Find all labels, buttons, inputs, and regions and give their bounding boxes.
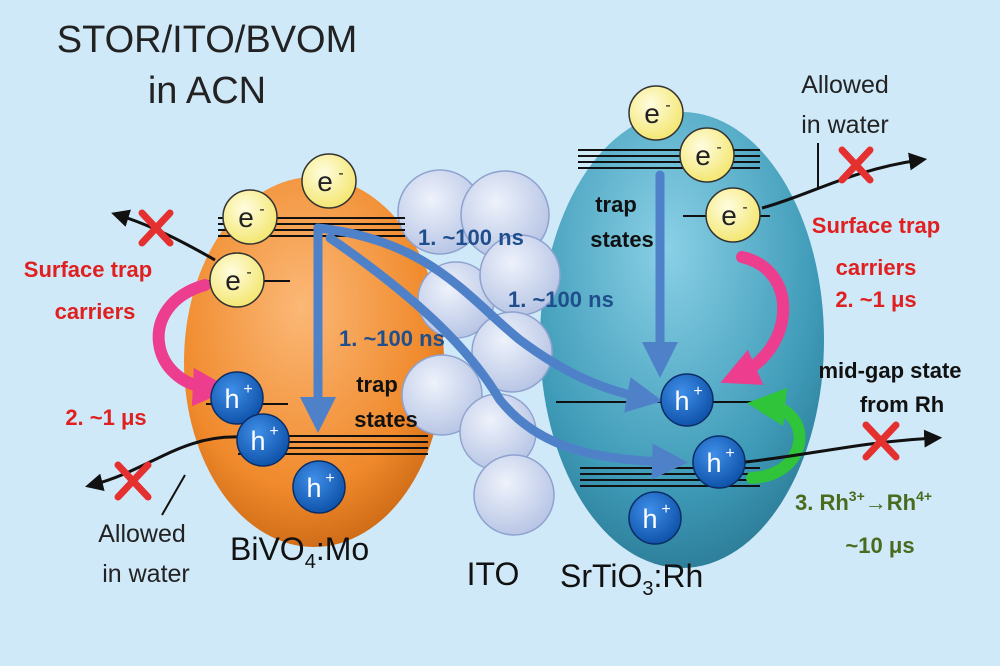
- svg-text:-: -: [716, 139, 721, 156]
- bivo4-label: BiVO4:Mo: [230, 531, 369, 573]
- time-1us-left: 2. ~1 μs: [65, 405, 146, 430]
- allowed-bottom-1: Allowed: [98, 520, 186, 548]
- rh-transition-label: 3. Rh3+→Rh4+: [795, 488, 932, 515]
- electron-icon: e -: [679, 127, 735, 183]
- allowed-top-1: Allowed: [801, 71, 889, 99]
- allowed-bottom-2: in water: [102, 560, 190, 588]
- midgap-label: mid-gap state from Rh: [818, 358, 961, 417]
- svg-text:+: +: [243, 381, 252, 398]
- svg-text:e: e: [695, 140, 711, 171]
- electron-icon: e -: [301, 153, 357, 209]
- svg-text:e: e: [317, 166, 333, 197]
- svg-text:+: +: [269, 423, 278, 440]
- svg-text:+: +: [661, 501, 670, 518]
- ito-spheres: [397, 169, 561, 536]
- surface-trap-left-2: carriers: [55, 299, 136, 324]
- svg-text:+: +: [325, 470, 334, 487]
- svg-text:h: h: [250, 426, 265, 456]
- blocked-x-icon: [862, 421, 900, 461]
- svg-text:-: -: [246, 264, 251, 281]
- ito-label: ITO: [467, 556, 520, 592]
- svg-text:-: -: [338, 165, 343, 182]
- trap-left-1: trap: [356, 372, 398, 397]
- electron-icon: e -: [222, 189, 278, 245]
- surface-trap-labels: Surface trap carriers 2. ~1 μs Surface t…: [24, 213, 940, 430]
- svg-text:-: -: [259, 201, 264, 218]
- trap-left-2: states: [354, 407, 418, 432]
- svg-text:-: -: [665, 97, 670, 114]
- svg-text:+: +: [725, 445, 734, 462]
- trap-right-2: states: [590, 227, 654, 252]
- escape-arrow-right-top: [761, 152, 928, 210]
- midgap-2: from Rh: [860, 392, 944, 417]
- allowed-top-2: in water: [801, 111, 889, 139]
- hole-icon: h +: [292, 460, 346, 514]
- surface-trap-right-1: Surface trap: [812, 213, 940, 238]
- pointer-line-bottom: [161, 474, 186, 516]
- electron-icon: e -: [705, 187, 761, 243]
- magenta-arrow-left: [152, 279, 232, 407]
- time-label-a: 1. ~100 ns: [418, 225, 524, 250]
- surface-trap-left-1: Surface trap: [24, 257, 152, 282]
- allowed-water-labels: Allowed in water Allowed in water: [98, 71, 889, 588]
- svg-text:h: h: [642, 504, 657, 534]
- blocked-x-icon: [838, 146, 874, 184]
- svg-text:h: h: [674, 386, 689, 416]
- trap-right-1: trap: [595, 192, 637, 217]
- svg-text:h: h: [224, 384, 239, 414]
- escape-arrow-right-bottom: [744, 429, 943, 464]
- midgap-1: mid-gap state: [818, 358, 961, 383]
- red-x-marks: [114, 146, 900, 501]
- svg-text:e: e: [644, 98, 660, 129]
- electron-icon: e -: [628, 85, 684, 141]
- surface-trap-right-2: carriers: [836, 255, 917, 280]
- green-rh-arrow: [746, 387, 806, 484]
- svg-text:+: +: [693, 383, 702, 400]
- svg-text:e: e: [238, 202, 254, 233]
- time-label-c: 1. ~100 ns: [339, 326, 445, 351]
- rh-time-label: ~10 μs: [845, 533, 914, 558]
- magenta-arrow-right: [720, 251, 790, 385]
- svg-text:-: -: [742, 199, 747, 216]
- hole-icon: h +: [628, 491, 682, 545]
- title-line-1: STOR/ITO/BVOM: [57, 19, 358, 61]
- title-line-2: in ACN: [148, 70, 266, 112]
- escape-arrow-left-bottom: [85, 435, 241, 492]
- time-label-b: 1. ~100 ns: [508, 287, 614, 312]
- hole-icon: h +: [236, 413, 290, 467]
- hole-icon: h +: [210, 371, 264, 425]
- svg-text:h: h: [706, 448, 721, 478]
- arrow-bivo4-to-strh: [313, 223, 663, 413]
- time-1us-right: 2. ~1 μs: [835, 287, 916, 312]
- hole-icon: h +: [660, 373, 714, 427]
- trap-state-labels: trap states trap states: [354, 192, 654, 432]
- blocked-x-icon: [114, 461, 152, 501]
- blocked-x-icon: [138, 209, 174, 247]
- holes: h + h + h + h + h + h +: [210, 371, 746, 545]
- srtio3-label: SrTiO3:Rh: [560, 558, 703, 600]
- arrow-bivo4-to-strh-2: [325, 233, 688, 480]
- hole-icon: h +: [692, 435, 746, 489]
- svg-text:h: h: [306, 473, 321, 503]
- electron-icon: e -: [209, 252, 265, 308]
- svg-text:e: e: [721, 200, 737, 231]
- svg-text:e: e: [225, 265, 241, 296]
- electrons: e - e - e - e - e - e -: [209, 85, 761, 308]
- transfer-arrows: [300, 170, 688, 480]
- transfer-time-labels: 1. ~100 ns 1. ~100 ns 1. ~100 ns: [339, 225, 614, 351]
